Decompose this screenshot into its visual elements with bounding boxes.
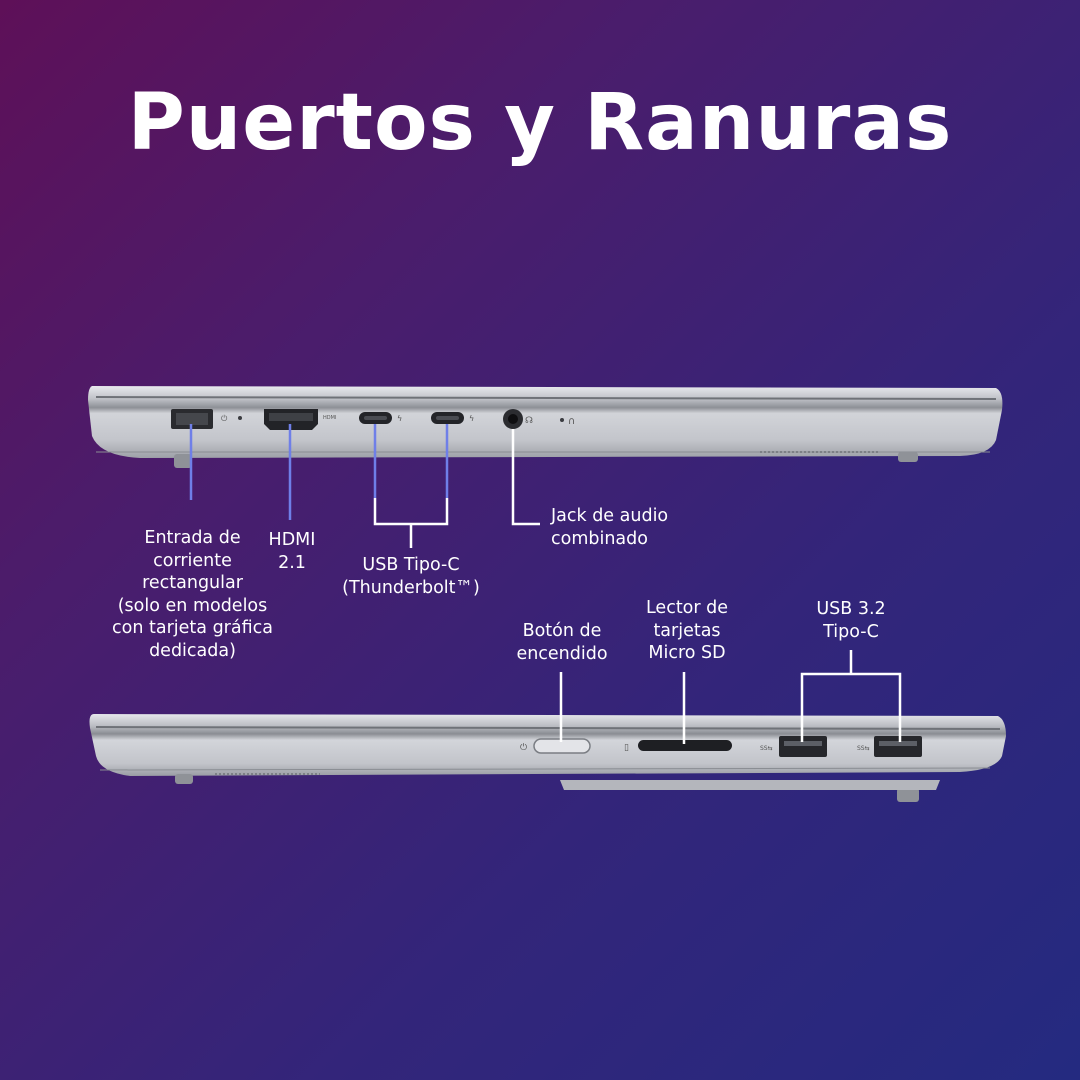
rubber-foot — [897, 788, 919, 802]
rubber-foot — [174, 454, 192, 468]
headset-icon: ☊ — [525, 416, 533, 426]
leader-lines-bottom — [559, 650, 902, 744]
rubber-foot — [898, 452, 918, 462]
label-audio-jack: Jack de audio combinado — [551, 506, 669, 549]
leader-lines-top — [189, 424, 540, 548]
label-usb-32: USB 3.2 Tipo-C — [816, 599, 886, 642]
sd-card-icon: ▯ — [624, 743, 629, 753]
label-micro-sd: Lector de tarjetas Micro SD — [645, 598, 729, 663]
usb-ss-icon: SS⇆ — [760, 745, 773, 752]
label-power-input: Entrada de corriente rectangular (solo e… — [112, 528, 273, 661]
thunderbolt-icon: ϟ — [469, 414, 474, 423]
power-plug-icon: ⏻ — [221, 414, 228, 423]
label-usb-c-thunderbolt: USB Tipo-C (Thunderbolt™) — [342, 555, 480, 598]
laptop-left-side: ⏻ HDMI ϟ ϟ ☊ ∩ — [88, 386, 1003, 468]
charge-led — [238, 416, 242, 420]
usb-ss-charge-icon: SS⇆ — [857, 745, 870, 752]
label-power-button: Botón de encendido — [516, 621, 608, 664]
thunderbolt-icon: ϟ — [397, 414, 402, 423]
headphone-icon: ∩ — [568, 416, 575, 427]
label-hdmi: HDMI 2.1 — [268, 530, 316, 573]
laptop-right-side: ⏻ ▯ SS⇆ SS⇆ — [89, 714, 1006, 802]
usb-port — [874, 736, 922, 757]
power-icon: ⏻ — [520, 742, 527, 753]
page-title: Puertos y Ranuras — [127, 78, 953, 168]
rubber-foot — [175, 774, 193, 784]
svg-text:HDMI: HDMI — [323, 415, 336, 421]
micro-sd-slot — [638, 740, 732, 751]
